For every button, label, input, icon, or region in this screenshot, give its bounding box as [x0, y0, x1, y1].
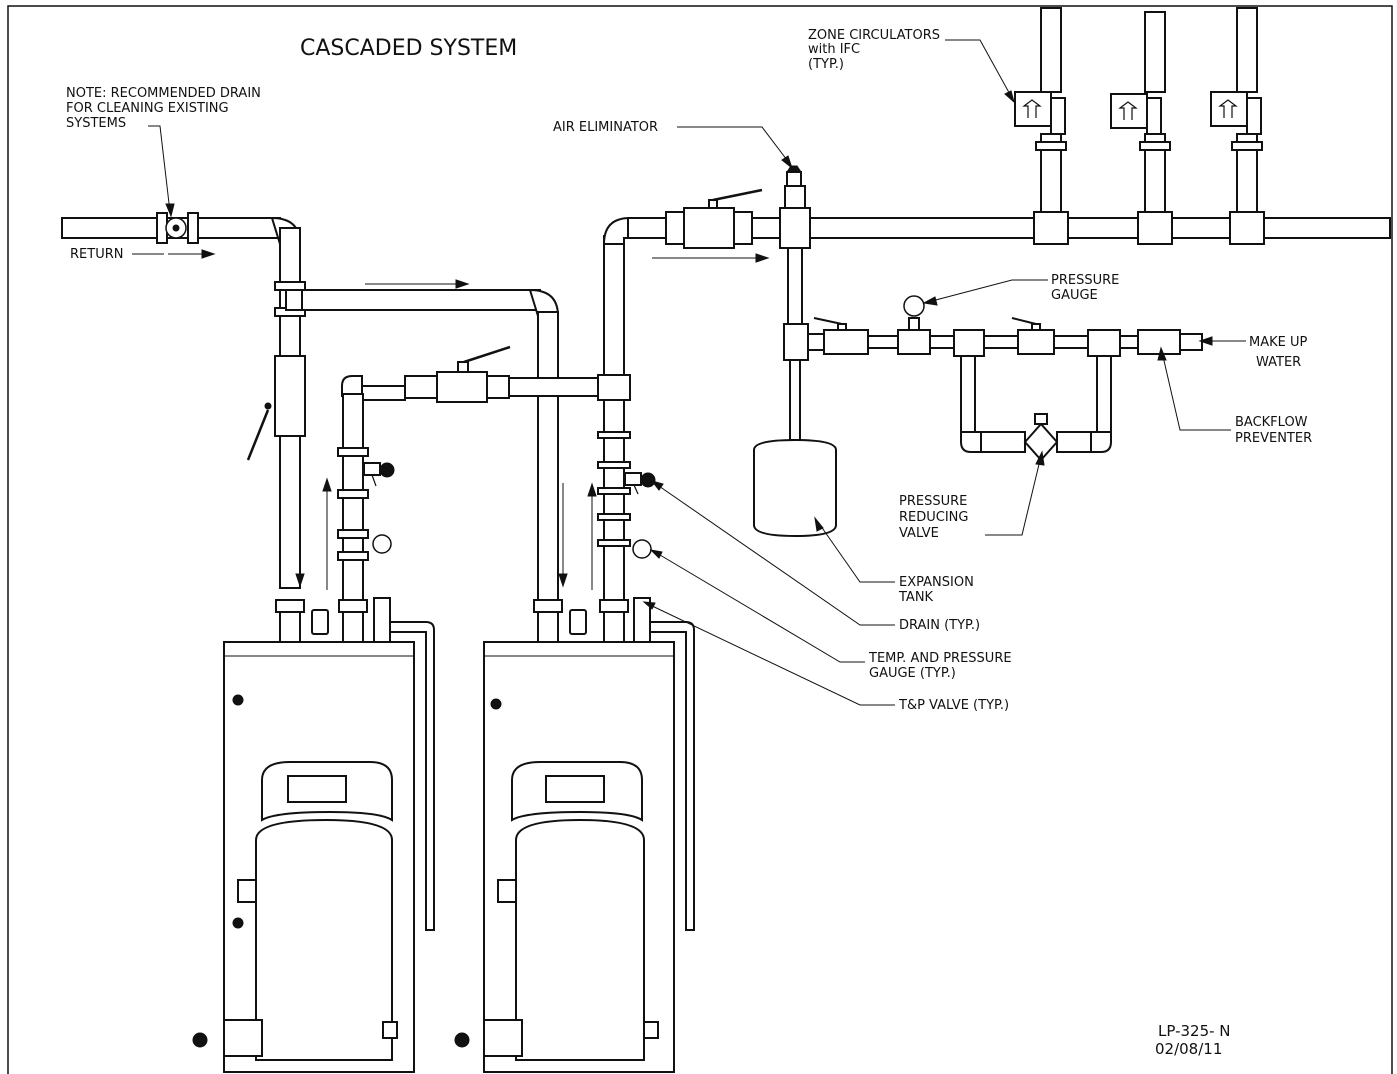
diagram-title: CASCADED SYSTEM [300, 36, 517, 61]
make-up-water-label-line1: MAKE UP [1249, 335, 1307, 350]
drawing-number: LP-325- N [1158, 1022, 1231, 1040]
pressure-gauge-label-line1: PRESSURE [1051, 273, 1119, 288]
zone-circulator-2 [1110, 11, 1171, 213]
tp-gauge-label-line2: GAUGE (TYP.) [869, 666, 956, 681]
expansion-tank-label-line2: TANK [898, 590, 934, 605]
prv-label-line2: REDUCING [899, 510, 968, 525]
zone-circulators-label-line3: (TYP.) [808, 57, 844, 72]
tp-valve-label: T&P VALVE (TYP.) [898, 698, 1009, 713]
backflow-preventer-label-line2: PREVENTER [1235, 431, 1312, 446]
zone-circulators [1014, 7, 1263, 213]
expansion-tank-label-line1: EXPANSION [899, 575, 974, 590]
pressure-gauge-label-line2: GAUGE [1051, 288, 1098, 303]
boiler-right [454, 597, 695, 1073]
drawing-date: 02/08/11 [1155, 1040, 1222, 1058]
supply-riser [597, 216, 656, 605]
zone-circulator-1 [1014, 7, 1067, 213]
drain-label: DRAIN (TYP.) [899, 618, 980, 633]
return-label: RETURN [70, 247, 123, 262]
leader-lines [148, 39, 1246, 706]
boiler-header-piping [337, 345, 610, 605]
tp-gauge-label-line1: TEMP. AND PRESSURE [868, 651, 1012, 666]
note-label-line3: SYSTEMS [66, 116, 126, 131]
backflow-preventer-label-line1: BACKFLOW [1235, 415, 1308, 430]
pressure-gauge-icon [903, 295, 925, 317]
main-supply-header [627, 165, 1391, 249]
return-piping [61, 212, 306, 589]
expansion-tank-icon [753, 438, 837, 538]
prv-label-line3: VALVE [899, 526, 939, 541]
note-label-line1: NOTE: RECOMMENDED DRAIN [66, 86, 261, 101]
makeup-water-piping [753, 247, 1203, 538]
note-label-line2: FOR CLEANING EXISTING [66, 101, 229, 116]
zone-circulator-3 [1210, 7, 1263, 213]
boiler-left [192, 597, 435, 1073]
zone-circulators-label-line1: ZONE CIRCULATORS [808, 28, 940, 43]
zone-circulators-label-line2: with IFC [808, 42, 860, 57]
make-up-water-label-line2: WATER [1256, 355, 1301, 370]
drawing-border [7, 5, 1393, 1074]
air-eliminator-label: AIR ELIMINATOR [553, 120, 658, 135]
prv-label-line1: PRESSURE [899, 494, 967, 509]
